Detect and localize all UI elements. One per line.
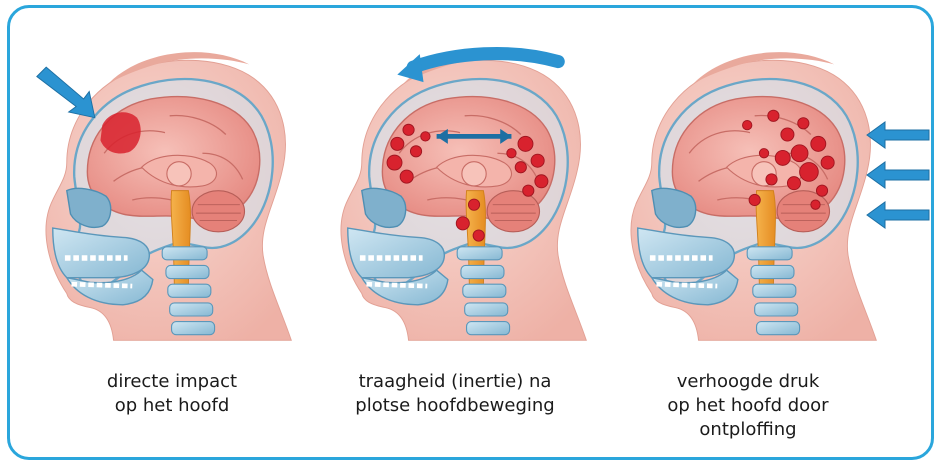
caption-direct-line2: op het hoofd bbox=[52, 394, 292, 418]
caption-inertia: traagheid (inertie) na plotse hoofdbeweg… bbox=[325, 370, 585, 418]
caption-pressure-line3: ontploffing bbox=[628, 418, 868, 442]
caption-direct-impact: directe impact op het hoofd bbox=[52, 370, 292, 418]
panel-pressure bbox=[605, 40, 895, 360]
blast-arrow-icon-2 bbox=[867, 162, 929, 188]
impact-arrow-icon bbox=[37, 67, 95, 118]
caption-pressure-line1: verhoogde druk bbox=[628, 370, 868, 394]
head-illustration-direct bbox=[20, 40, 310, 360]
caption-pressure: verhoogde druk op het hoofd door ontplof… bbox=[628, 370, 868, 442]
head-illustration-pressure bbox=[605, 40, 895, 360]
blast-arrows bbox=[863, 120, 933, 230]
caption-inertia-line2: plotse hoofdbeweging bbox=[325, 394, 585, 418]
head-illustration-inertia bbox=[315, 40, 605, 360]
blast-arrow-icon-1 bbox=[867, 122, 929, 148]
caption-direct-line1: directe impact bbox=[52, 370, 292, 394]
caption-pressure-line2: op het hoofd door bbox=[628, 394, 868, 418]
panel-direct-impact bbox=[20, 40, 310, 360]
caption-inertia-line1: traagheid (inertie) na bbox=[325, 370, 585, 394]
blast-arrow-icon-3 bbox=[867, 202, 929, 228]
panel-inertia bbox=[315, 40, 605, 360]
